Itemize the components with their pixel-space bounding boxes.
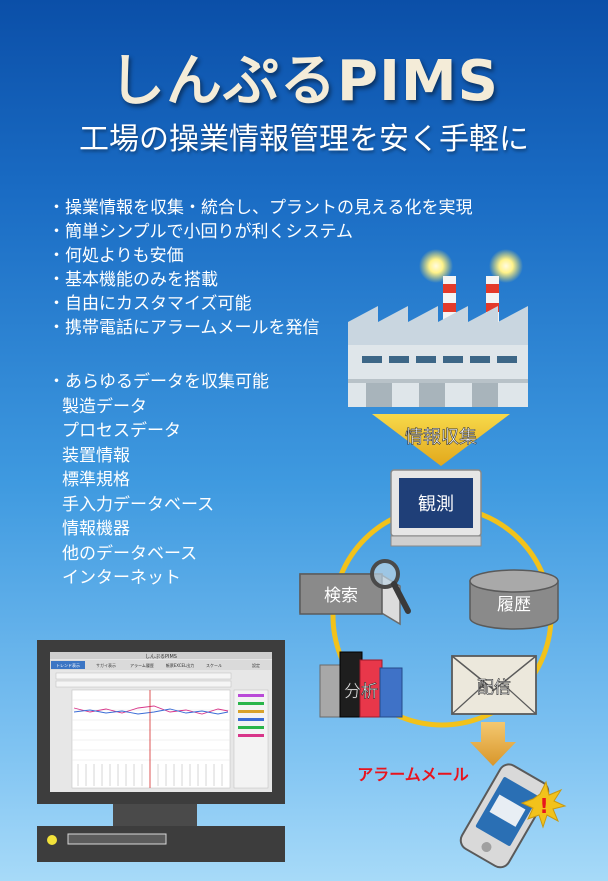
data-source-heading: ・あらゆるデータを収集可能 xyxy=(48,372,269,392)
data-source-item: プロセスデータ xyxy=(62,421,181,441)
collect-funnel-icon: 情報収集 xyxy=(372,414,510,466)
delivery-envelope-icon: 配信 xyxy=(451,655,537,715)
search-box-icon: 検索 xyxy=(299,573,401,626)
feature-item: ・何処よりも安価 xyxy=(48,246,184,266)
collect-label: 情報収集 xyxy=(405,427,477,448)
monitor-app-title: しんぷるPIMS xyxy=(145,654,177,660)
monitor-icon: しんぷるPIMS トレンド表示 サガイ表示 アラーム履歴 帳票EXCEL出力 ス… xyxy=(37,640,285,804)
history-database-icon: 履歴 xyxy=(469,569,559,630)
feature-item: ・基本機能のみを搭載 xyxy=(48,270,218,290)
feature-item: ・携帯電話にアラームメールを発信 xyxy=(48,318,320,338)
monitor-tab-label: 設定 xyxy=(252,662,260,668)
monitor-tab-label: トレンド表示 xyxy=(56,662,80,668)
feature-item: ・簡単シンプルで小回りが利くシステム xyxy=(48,222,353,242)
monitor-tab-label: アラーム履歴 xyxy=(130,662,154,668)
alarm-mail-label: アラームメール xyxy=(357,765,469,784)
data-source-item: インターネット xyxy=(62,568,181,588)
data-source-item: 他のデータベース xyxy=(62,543,198,564)
arrow-down-icon xyxy=(470,722,516,766)
analysis-label: 分析 xyxy=(344,682,378,702)
monitor-tab-label: スケール xyxy=(206,662,222,668)
data-source-item: 情報機器 xyxy=(62,519,130,539)
data-source-item: 手入力データベース xyxy=(62,494,215,515)
analysis-books-icon: 分析 xyxy=(319,651,403,718)
delivery-label: 配信 xyxy=(477,678,511,698)
observe-computer-icon: 観測 xyxy=(390,469,482,547)
pc-base-icon xyxy=(37,826,285,862)
factory-icon xyxy=(348,249,528,407)
data-source-item: 標準規格 xyxy=(62,470,130,490)
feature-item: ・操業情報を収集・統合し、プラントの見える化を実現 xyxy=(48,198,473,218)
feature-item: ・自由にカスタマイズ可能 xyxy=(48,294,252,314)
alert-burst-icon: ! xyxy=(520,780,567,829)
monitor-tab-label: 帳票EXCEL出力 xyxy=(166,662,195,668)
data-source-list: ・あらゆるデータを収集可能 製造データ プロセスデータ 装置情報 標準規格 手入… xyxy=(48,370,269,591)
svg-text:!: ! xyxy=(539,794,548,818)
data-source-item: 製造データ xyxy=(62,396,147,417)
search-label: 検索 xyxy=(324,586,358,606)
feature-list: ・操業情報を収集・統合し、プラントの見える化を実現 ・簡単シンプルで小回りが利く… xyxy=(48,196,473,340)
history-label: 履歴 xyxy=(497,595,531,615)
mobile-phone-icon xyxy=(459,763,550,869)
magnifier-icon xyxy=(370,559,411,614)
monitor-stand xyxy=(113,804,197,826)
observe-label: 観測 xyxy=(418,494,454,515)
monitor-tab-label: サガイ表示 xyxy=(96,662,116,668)
page-title: しんぷるPIMS xyxy=(109,49,499,114)
page-subtitle: 工場の操業情報管理を安く手軽に xyxy=(79,122,529,157)
data-source-item: 装置情報 xyxy=(62,445,130,466)
